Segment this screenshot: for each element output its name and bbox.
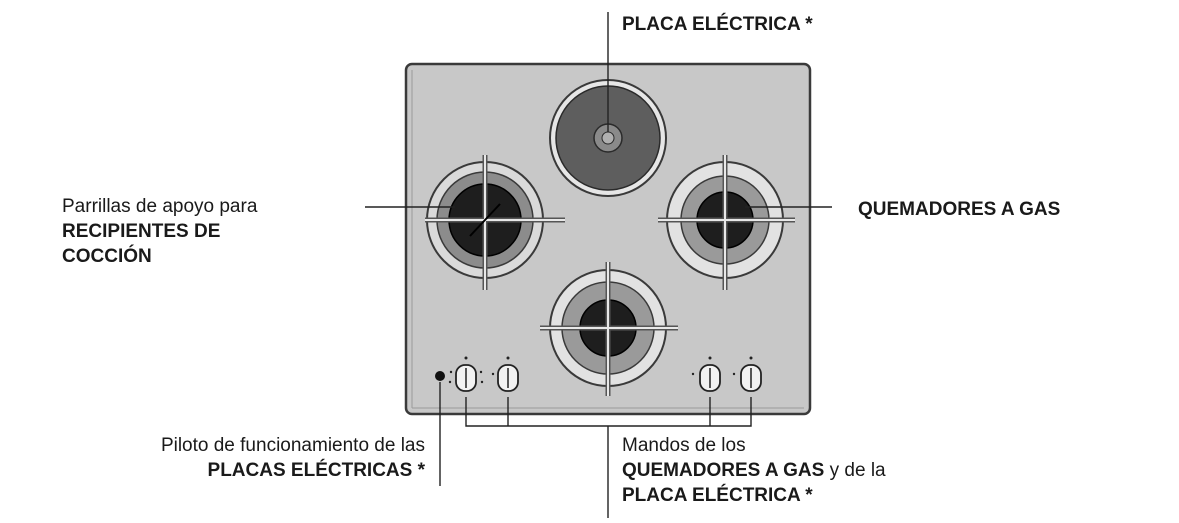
control-knob-1 [448, 356, 484, 392]
label-controls: Mandos de los QUEMADORES A GAS y de la P… [622, 435, 886, 506]
gas-burner-right [658, 155, 795, 290]
control-knob-4 [732, 356, 762, 392]
gas-burner-center [540, 262, 678, 396]
control-knob-3 [691, 356, 721, 392]
label-pilot: Piloto de funcionamiento de las PLACAS E… [160, 435, 425, 481]
label-gas-burners: QUEMADORES A GAS [858, 199, 1061, 220]
gas-burner-left [425, 155, 565, 290]
label-hotplate-top: PLACA ELÉCTRICA * [622, 14, 813, 35]
electric-hotplate [549, 79, 667, 197]
control-knob-2 [491, 356, 519, 392]
pilot-light [435, 371, 445, 381]
label-grids: Parrillas de apoyo para RECIPIENTES DE C… [62, 196, 258, 267]
